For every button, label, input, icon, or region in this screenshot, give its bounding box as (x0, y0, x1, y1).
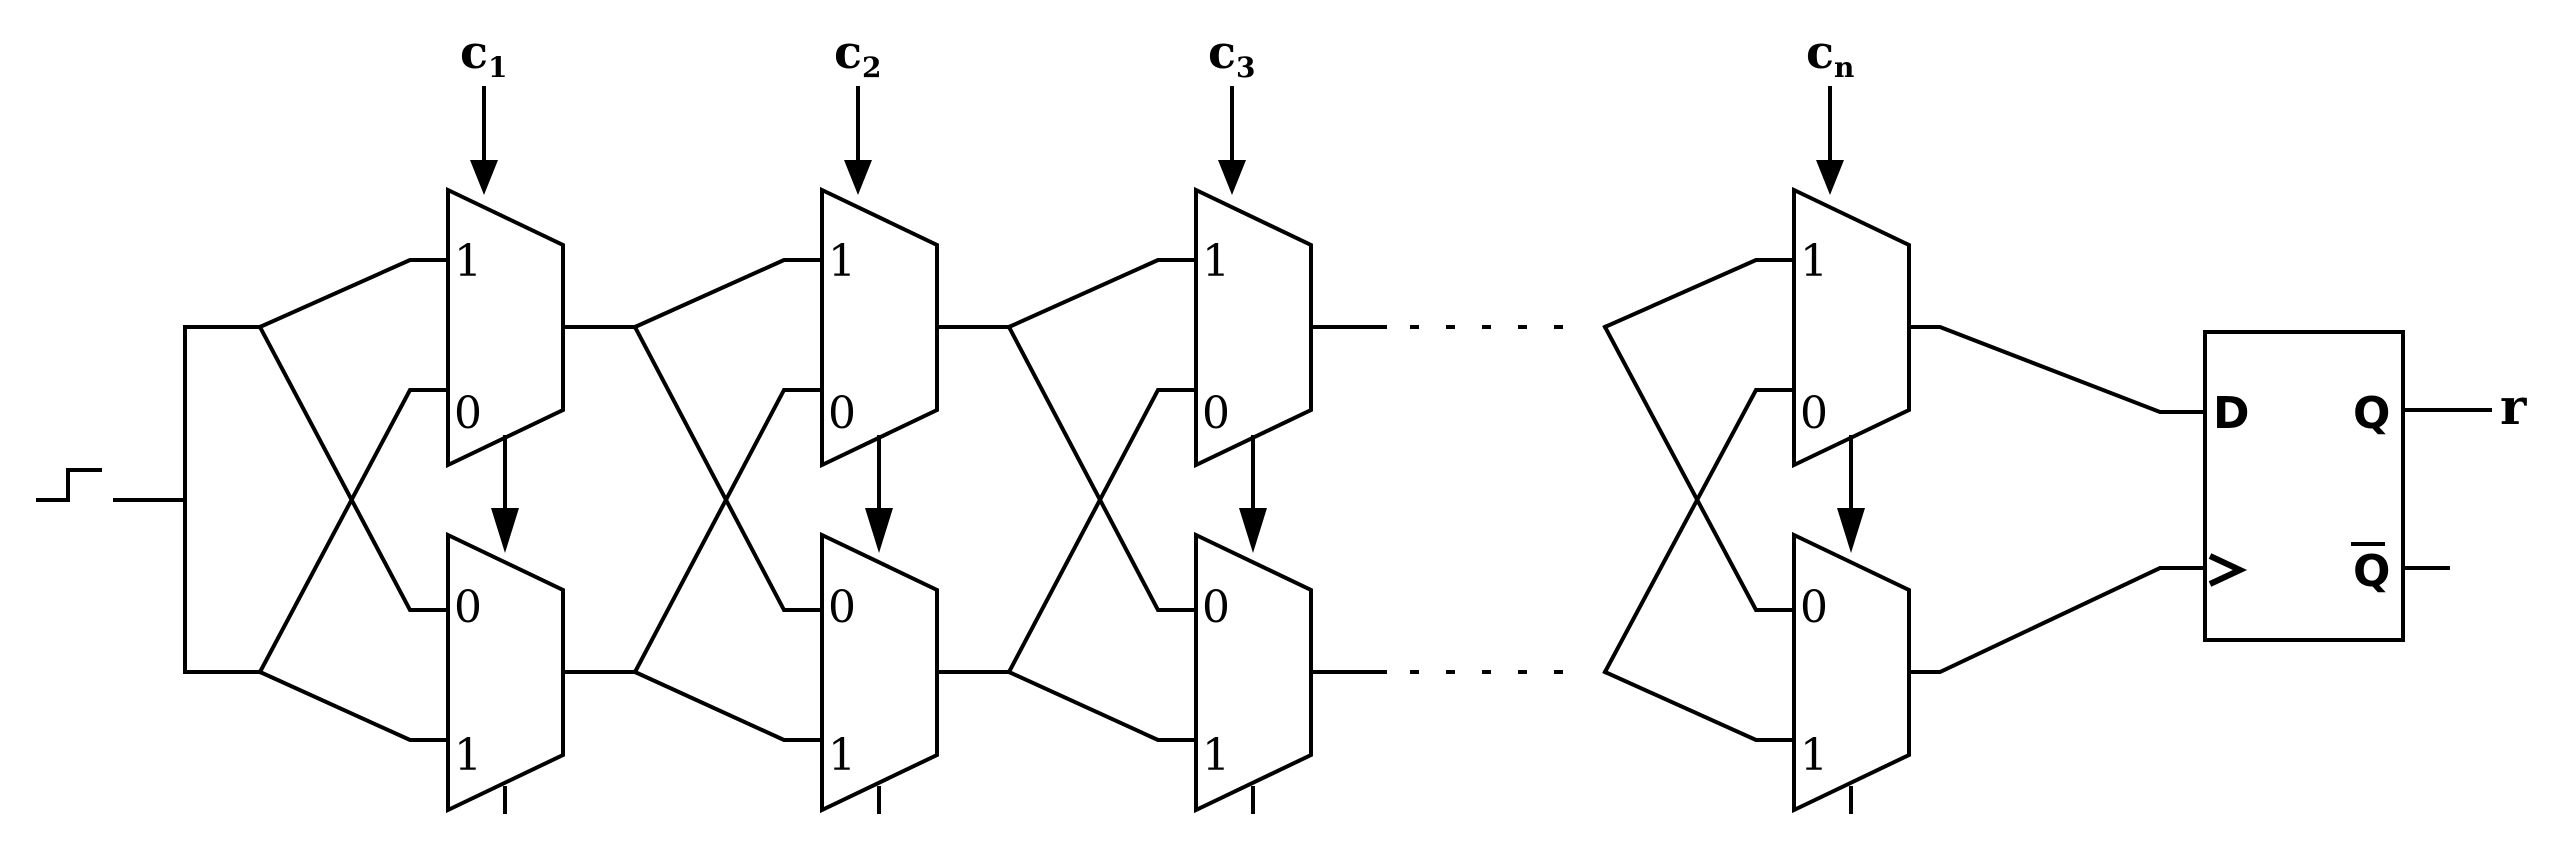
mux-bottom (1792, 531, 1911, 814)
mux-stage-2: c 2 1 0 0 1 (632, 25, 1011, 814)
d-flip-flop: D Q Q (2203, 330, 2405, 642)
mux-bottom-input-0-label: 0 (1202, 582, 1230, 633)
arrow-down-icon (491, 508, 519, 553)
wire (632, 669, 824, 742)
wire (1602, 388, 1796, 675)
wire (257, 258, 450, 330)
wire (1006, 388, 1198, 675)
arrow-down-icon (865, 508, 893, 553)
select-label: c (460, 25, 488, 79)
mux-stage-n: c n 1 0 0 1 (1602, 25, 1911, 814)
mux-stage-1: c 1 1 0 0 1 (257, 25, 637, 814)
flip-flop-box (2203, 330, 2405, 642)
wire (1006, 258, 1198, 330)
mux-top-input-0-label: 0 (1202, 388, 1230, 439)
mux-top (1792, 186, 1911, 469)
wire-to-d (1907, 325, 2207, 414)
mux-bottom-input-1-label: 1 (1202, 730, 1230, 781)
mux-top-input-1-label: 1 (454, 236, 482, 287)
mux-bottom-input-0-label: 0 (828, 582, 856, 633)
arrow-down-icon (1837, 508, 1865, 553)
wire (632, 324, 824, 612)
arrow-down-icon (470, 160, 498, 195)
mux-top (820, 186, 939, 469)
q-bar-output-label: Q (2353, 546, 2390, 597)
wire (632, 258, 824, 330)
mux-bottom (1194, 531, 1313, 814)
select-label: c (1208, 25, 1236, 79)
select-subscript: 1 (488, 51, 507, 84)
mux-bottom-input-0-label: 0 (454, 582, 482, 633)
wire (1006, 324, 1198, 612)
select-subscript: 2 (862, 51, 881, 84)
mux-bottom-input-0-label: 0 (1800, 582, 1828, 633)
wire-to-clock (1907, 566, 2207, 674)
select-label: c (1806, 25, 1834, 79)
mux-bottom-input-1-label: 1 (1800, 730, 1828, 781)
mux-top-input-1-label: 1 (1202, 236, 1230, 287)
wire (257, 669, 450, 742)
mux-top-input-1-label: 1 (1800, 236, 1828, 287)
output-r-label: r (2500, 377, 2527, 436)
mux-bottom (820, 531, 939, 814)
arrow-down-icon (1218, 160, 1246, 195)
q-output-label: Q (2353, 388, 2390, 439)
wire (257, 324, 450, 612)
arrow-down-icon (1239, 508, 1267, 553)
select-subscript: n (1834, 51, 1854, 84)
mux-top (1194, 186, 1313, 469)
arrow-down-icon (844, 160, 872, 195)
mux-top-input-1-label: 1 (828, 236, 856, 287)
mux-top-input-0-label: 0 (1800, 388, 1828, 439)
mux-bottom-input-1-label: 1 (828, 730, 856, 781)
mux-bottom (446, 531, 565, 814)
wire (1602, 258, 1796, 330)
mux-top-input-0-label: 0 (454, 388, 482, 439)
wire (1006, 669, 1198, 742)
wire (1602, 669, 1796, 742)
select-label: c (834, 25, 862, 79)
mux-top-input-0-label: 0 (828, 388, 856, 439)
mux-stage-3: c 3 1 0 0 1 (1006, 25, 1387, 814)
select-subscript: 3 (1236, 51, 1255, 84)
wire (632, 388, 824, 675)
mux-top (446, 186, 565, 469)
step-input-icon (36, 468, 102, 502)
arrow-down-icon (1816, 160, 1844, 195)
wire (1602, 324, 1796, 612)
wire (257, 388, 450, 675)
d-input-label: D (2213, 388, 2250, 439)
mux-bottom-input-1-label: 1 (454, 730, 482, 781)
clock-triangle-icon (2208, 553, 2248, 587)
